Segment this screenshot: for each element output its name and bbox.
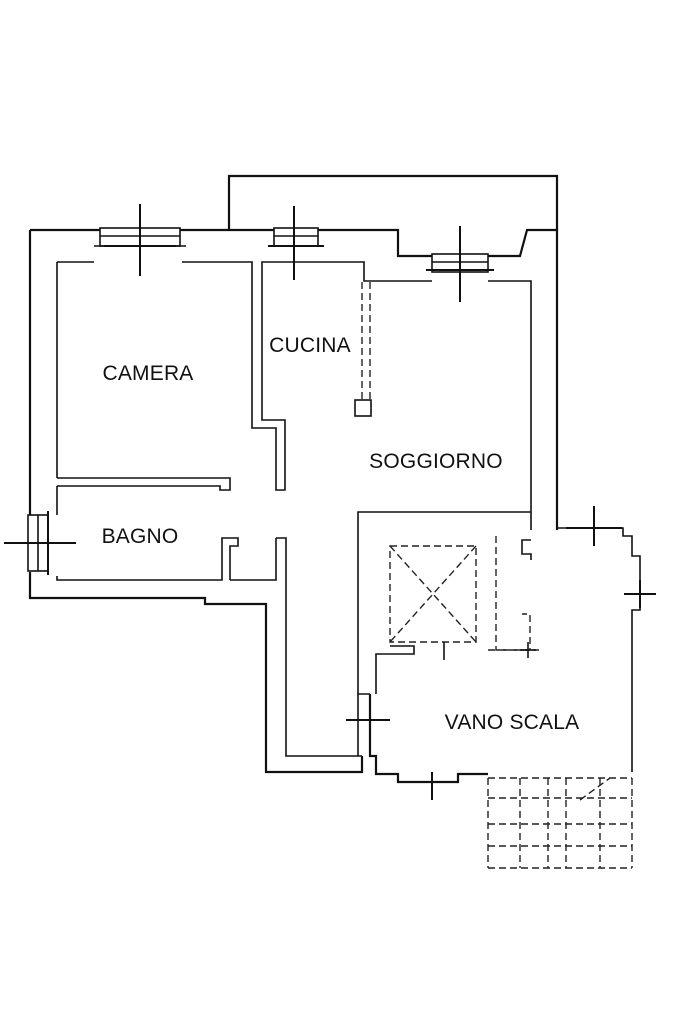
inner-wall-line [56, 261, 532, 695]
top-annex-wall [227, 174, 559, 230]
corridor-outer [230, 538, 277, 581]
stair-outline [488, 536, 540, 651]
bagno-top-wall [57, 477, 231, 491]
room-label-soggiorno: SOGGIORNO [369, 450, 503, 473]
corridor-wall [276, 537, 362, 757]
outer-wall [28, 228, 559, 774]
window-bagno [4, 511, 76, 575]
window-camera [94, 204, 186, 276]
stair-hall-ne [521, 512, 532, 560]
window-cucina [268, 206, 324, 280]
window-soggiorno [426, 226, 494, 302]
stairs [487, 777, 633, 869]
marker-stair-west [346, 700, 390, 740]
stair-hall-wall [368, 694, 488, 784]
bagno-door-jamb [221, 537, 239, 580]
kitchen-hood [354, 282, 372, 417]
lift-shaft [389, 545, 477, 660]
stair-hall-east [556, 527, 641, 772]
room-label-bagno: BAGNO [102, 525, 179, 548]
room-label-vano-scala: VANO SCALA [445, 711, 580, 734]
marker-small [520, 642, 536, 658]
stair-hall-inner [357, 645, 415, 756]
room-label-cucina: CUCINA [269, 334, 351, 357]
marker-stair-east [624, 580, 656, 608]
room-label-camera: CAMERA [102, 362, 193, 385]
marker-stair-north [566, 506, 622, 546]
